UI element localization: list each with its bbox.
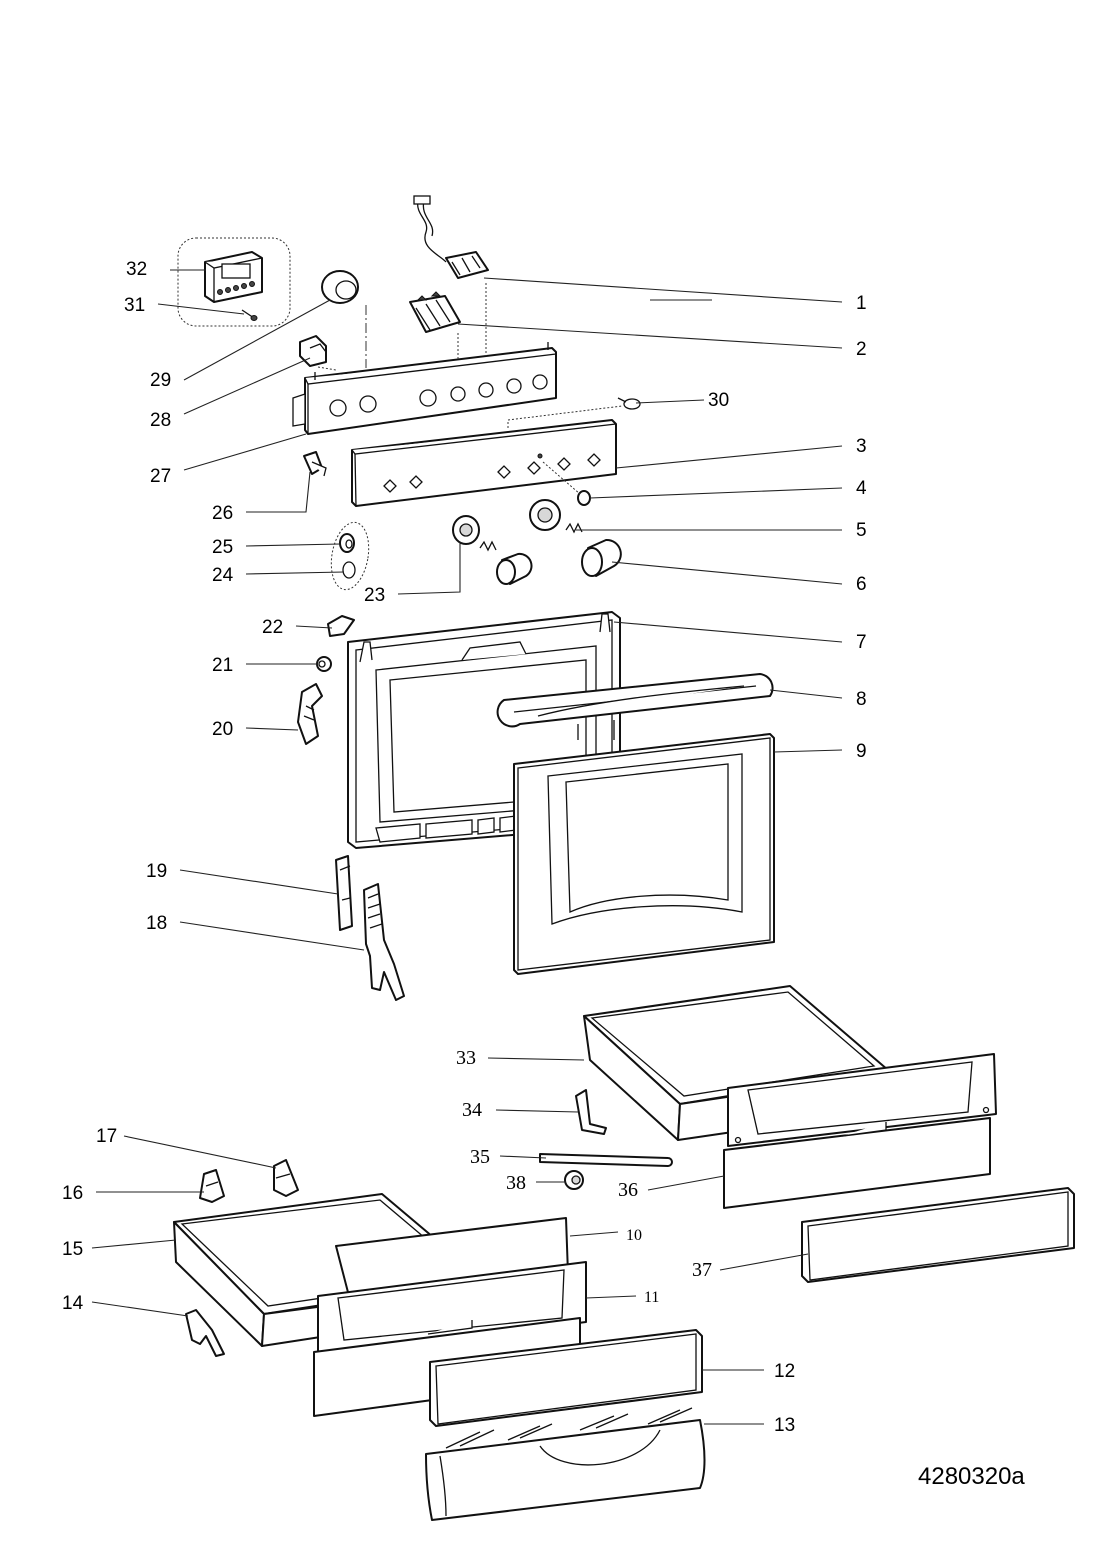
- part-17-clip: [273, 1159, 299, 1197]
- part-26-switch: [303, 451, 327, 477]
- part-28-thermostat: [299, 335, 327, 367]
- part-20-bracket: [297, 683, 323, 745]
- callout-30: 30: [708, 390, 729, 411]
- part-35-rod: [539, 1153, 673, 1167]
- callout-23: 23: [364, 585, 385, 606]
- part-8-handle: [496, 673, 774, 740]
- callout-32: 32: [126, 259, 147, 280]
- part-38-bush: [564, 1170, 584, 1190]
- callout-20: 20: [212, 719, 233, 740]
- callout-3: 3: [856, 436, 867, 457]
- callout-18: 18: [146, 913, 167, 934]
- callout-27: 27: [150, 466, 171, 487]
- part-3-facia: [351, 419, 617, 507]
- part-7-inner-door: [347, 611, 621, 849]
- callout-22: 22: [262, 617, 283, 638]
- part-31-screw: [241, 309, 258, 321]
- callout-15: 15: [62, 1239, 83, 1260]
- part-14-clip: [185, 1309, 225, 1357]
- part-37-panel: [801, 1187, 1075, 1283]
- part-33-drawer-tray: [583, 985, 889, 1141]
- diagram-code: 4280320a: [918, 1463, 1025, 1490]
- callout-9: 9: [856, 741, 867, 762]
- callout-36: 36: [618, 1179, 638, 1201]
- part-4-bush: [577, 490, 591, 506]
- part-18-hinge: [363, 883, 405, 1001]
- part-23-bezel: [452, 515, 497, 552]
- callout-6: 6: [856, 574, 867, 595]
- part-9-outer-door: [513, 733, 775, 975]
- callout-29: 29: [150, 370, 171, 391]
- part-5-bezel: [529, 499, 583, 534]
- callout-33: 33: [456, 1047, 476, 1069]
- callout-17: 17: [96, 1126, 117, 1147]
- callout-5: 5: [856, 520, 867, 541]
- callout-12: 12: [774, 1361, 795, 1382]
- part-23-knob: [496, 552, 533, 585]
- callout-10: 10: [626, 1227, 642, 1244]
- callout-35: 35: [470, 1146, 490, 1168]
- callout-14: 14: [62, 1293, 84, 1314]
- callout-31: 31: [124, 295, 145, 316]
- part-29-knob: [321, 270, 359, 304]
- callout-1: 1: [856, 293, 867, 314]
- part-34-bracket: [575, 1089, 607, 1135]
- callout-7: 7: [856, 632, 867, 653]
- callout-25: 25: [212, 537, 233, 558]
- part-22-clip: [327, 615, 355, 637]
- part-2-switch: [409, 291, 461, 333]
- callout-28: 28: [150, 410, 171, 431]
- part-24-25-lamp: [330, 521, 370, 591]
- callout-26: 26: [212, 503, 233, 524]
- part-27-control-panel: [292, 342, 557, 435]
- callout-37: 37: [692, 1259, 712, 1281]
- part-12-panel: [429, 1329, 703, 1427]
- part-1-switch: [413, 195, 489, 279]
- part-21-bush: [316, 656, 332, 672]
- callout-2: 2: [856, 339, 867, 360]
- part-30-bulb: [617, 397, 641, 410]
- callout-24: 24: [212, 565, 234, 586]
- part-32-timer: [177, 237, 291, 327]
- part-16-clip: [199, 1169, 225, 1203]
- callout-21: 21: [212, 655, 233, 676]
- callout-16: 16: [62, 1183, 83, 1204]
- callout-11: 11: [644, 1289, 659, 1306]
- callout-38: 38: [506, 1172, 526, 1194]
- callout-13: 13: [774, 1415, 795, 1436]
- part-6-knob: [581, 538, 622, 577]
- callout-4: 4: [856, 478, 867, 499]
- part-11-drawer-frame: [313, 1261, 587, 1417]
- part-13-drawer-front: [425, 1407, 706, 1521]
- callout-34: 34: [462, 1099, 482, 1121]
- callout-8: 8: [856, 689, 867, 710]
- callout-19: 19: [146, 861, 167, 882]
- part-19-hinge-receiver: [335, 855, 353, 931]
- part-36-drawer-front: [723, 1053, 997, 1209]
